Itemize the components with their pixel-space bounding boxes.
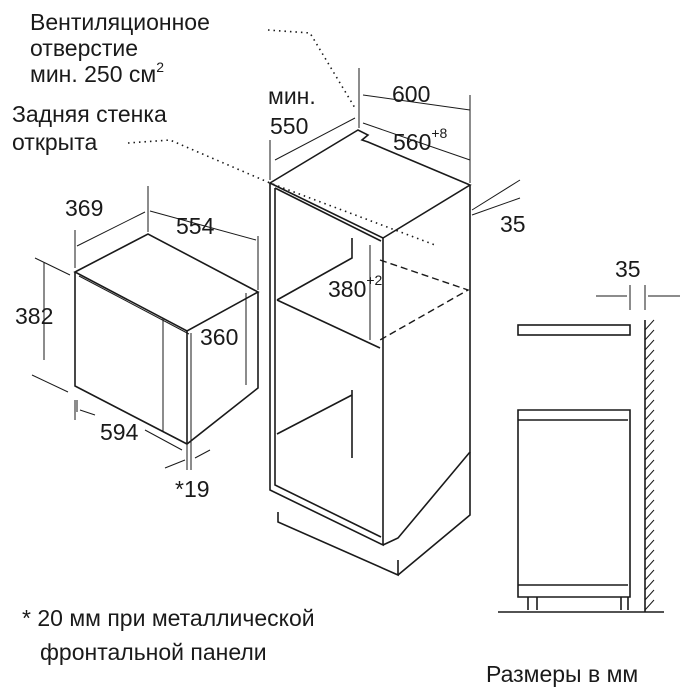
vent-label-line3: мин. 250 см	[30, 61, 156, 87]
dim-appliance-inner-height: 360	[200, 324, 238, 350]
back-wall-note: Задняя стенка открыта	[12, 101, 167, 155]
dim-min-label: мин.	[268, 83, 316, 109]
dim-side-gap: 35	[500, 211, 526, 237]
dim-width-total: 600	[392, 81, 430, 107]
svg-text:мин. 250 см2: мин. 250 см2	[30, 59, 164, 87]
dim-niche-height-tol: +2	[366, 272, 382, 288]
dim-niche-width: 560	[393, 129, 431, 155]
dim-front-width: 594	[100, 419, 139, 445]
back-label-line1: Задняя стенка	[12, 101, 167, 127]
vent-leader	[267, 29, 356, 109]
dim-appliance-width: 554	[176, 213, 215, 239]
footnote-line1: * 20 мм при металлической	[22, 605, 315, 631]
cabinet-drawing	[268, 68, 521, 577]
vent-label-line1: Вентиляционное	[30, 9, 210, 35]
dim-depth-min: 550	[270, 113, 308, 139]
units-label: Размеры в мм	[486, 661, 638, 687]
ventilation-note: Вентиляционное отверстие мин. 250 см2	[30, 9, 210, 87]
back-label-line2: открыта	[12, 129, 97, 155]
dim-wall-gap: 35	[615, 256, 641, 282]
svg-text:380+2: 380+2	[328, 272, 383, 302]
vent-label-line2: отверстие	[30, 35, 138, 61]
svg-text:560+8: 560+8	[393, 125, 448, 155]
side-elevation-drawing	[498, 285, 680, 613]
dim-niche-height: 380	[328, 276, 366, 302]
microwave-drawing	[31, 186, 260, 470]
vent-label-sup: 2	[156, 59, 164, 75]
dim-front-thickness: *19	[175, 476, 210, 502]
back-leader	[127, 139, 436, 246]
footnote-line2: фронтальной панели	[40, 639, 267, 665]
dim-niche-width-tol: +8	[431, 125, 447, 141]
dim-appliance-depth: 369	[65, 195, 103, 221]
dim-appliance-height: 382	[15, 303, 53, 329]
